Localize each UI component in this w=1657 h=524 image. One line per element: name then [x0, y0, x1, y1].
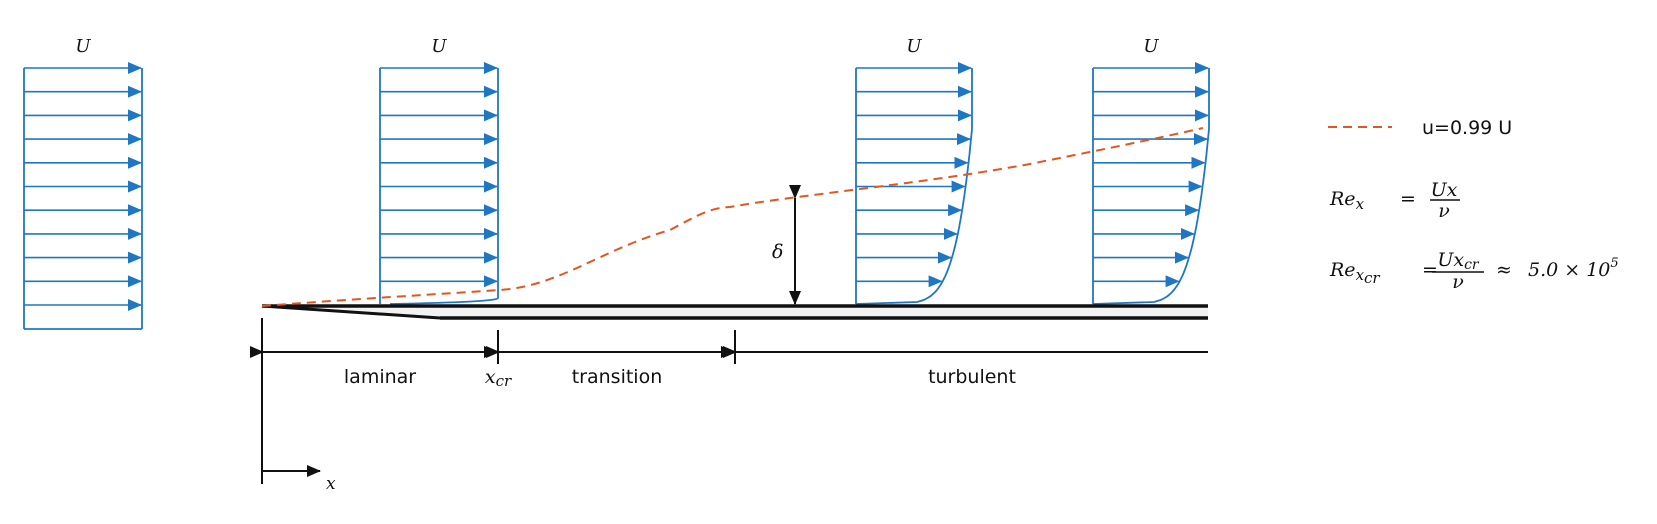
rexcr-lhs: Rexcr [1329, 259, 1380, 287]
turbulent-label: turbulent [928, 366, 1016, 388]
legend-line-label: u=0.99 U [1422, 117, 1512, 139]
rex-lhs-sub: x [1356, 195, 1365, 213]
rexcr-approx: ≈ [1496, 259, 1512, 281]
x-axis-label: x [326, 474, 336, 494]
velocity-profile-1: U [23, 36, 143, 330]
rexcr-equals: = [1422, 259, 1438, 281]
rex-numerator: Ux [1431, 179, 1458, 201]
velocity-profile-2: U [379, 36, 499, 305]
profile-bottom-curve [389, 297, 499, 305]
rexcr-num-main: Ux [1437, 249, 1464, 271]
rex-lhs-main: Re [1329, 188, 1356, 210]
profile-label-u: U [431, 36, 447, 57]
profile-envelope [1092, 68, 1210, 305]
plate-leading-bevel [261, 304, 441, 320]
transition-label: transition [572, 366, 663, 388]
rex-lhs: Rex [1329, 188, 1365, 213]
profile-label-u: U [1143, 36, 1159, 57]
rexcr-num-sub: cr [1464, 257, 1480, 273]
xcr-main: x [485, 366, 496, 388]
rexcr-lhs-main: Re [1329, 259, 1356, 281]
rexcr-exponent: 5 [1610, 256, 1618, 271]
rexcr-lhs-sub: x [1356, 266, 1365, 284]
rexcr-denominator: ν [1452, 271, 1464, 293]
profile-envelope [855, 68, 973, 305]
laminar-label: laminar [344, 366, 416, 388]
flat-plate [261, 304, 1208, 320]
profile-label-u: U [906, 36, 922, 57]
rexcr-numerator: Uxcr [1437, 249, 1480, 273]
xcr-label: xcr [485, 366, 512, 390]
velocity-profile-4: U [1092, 36, 1210, 305]
rexcr-lhs-subsub: cr [1364, 269, 1380, 287]
velocity-profile-3: U [855, 36, 973, 305]
delta-indicator: δ [772, 185, 801, 305]
region-dimensions: laminar xcr transition turbulent [250, 318, 1208, 484]
rexcr-value: 5.0 × 105 [1528, 256, 1619, 281]
rexcr-value-main: 5.0 × 10 [1528, 259, 1610, 281]
delta-label: δ [772, 241, 783, 263]
reynolds-formula-critical: Rexcr = Uxcr ν ≈ 5.0 × 105 [1329, 249, 1619, 293]
plate-body [262, 306, 1208, 318]
legend: u=0.99 U [1328, 117, 1512, 139]
reynolds-formula-x: Rex = Ux ν [1329, 179, 1460, 222]
boundary-layer-line [261, 127, 1204, 307]
x-axis: x [262, 465, 336, 494]
rex-denominator: ν [1438, 200, 1450, 222]
rex-equals: = [1400, 188, 1416, 210]
xcr-sub: cr [496, 372, 512, 390]
profile-label-u: U [75, 36, 91, 57]
